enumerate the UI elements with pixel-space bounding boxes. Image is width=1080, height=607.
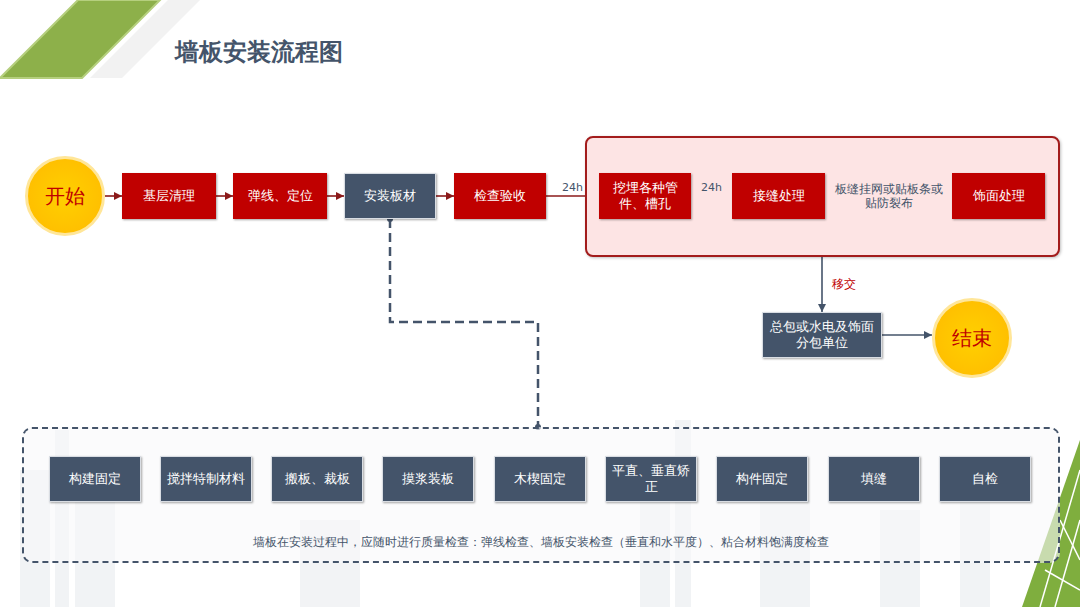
process-box: 构件固定 (716, 456, 808, 502)
terminal-circle: 开始 (25, 156, 105, 236)
process-box: 搅拌特制材料 (160, 456, 252, 502)
page-title: 墙板安装流程图 (175, 36, 343, 68)
flow-arrow (327, 195, 344, 197)
node-label: 搬板、裁板 (285, 471, 350, 487)
process-box: 饰面处理 (952, 173, 1045, 219)
group-box: 构建固定 搅拌特制材料 搬板、裁板 摸浆装板 木楔固定 平直、垂直矫正 构件固定 填缝 自检墙板… (22, 427, 1060, 563)
node-label: 开始 (45, 184, 85, 208)
node-label: 安装板材 (364, 188, 416, 204)
process-box: 挖埋各种管件、槽孔 (599, 173, 691, 219)
node-label: 接缝处理 (753, 188, 805, 204)
node-label: 构件固定 (736, 471, 788, 487)
flow-arrow (105, 195, 122, 197)
group-box: 挖埋各种管件、槽孔 接缝处理 饰面处理 (585, 136, 1060, 257)
node-label: 摸浆装板 (402, 471, 454, 487)
node-label: 结束 (952, 326, 992, 350)
edge-label: 24h (562, 181, 583, 194)
process-box: 填缝 (828, 456, 920, 502)
node-label: 构建固定 (69, 471, 121, 487)
node-label: 总包或水电及饰面分包单位 (768, 319, 876, 350)
dashed-link (390, 219, 538, 427)
node-label: 弹线、定位 (248, 188, 313, 204)
node-label: 搅拌特制材料 (167, 471, 245, 487)
node-label: 填缝 (861, 471, 887, 487)
process-box: 接缝处理 (732, 173, 825, 219)
node-label: 检查验收 (474, 188, 526, 204)
process-box: 木楔固定 (494, 456, 586, 502)
node-label: 饰面处理 (973, 188, 1025, 204)
quality-note: 墙板在安装过程中，应随时进行质量检查：弹线检查、墙板安装检查（垂直和水平度）、粘… (24, 535, 1058, 549)
edge-label: 移交 (832, 277, 856, 291)
process-box: 基层清理 (122, 173, 216, 219)
node-label: 平直、垂直矫正 (611, 463, 691, 494)
flow-arrow (821, 257, 823, 312)
terminal-circle: 结束 (932, 298, 1012, 378)
node-label: 挖埋各种管件、槽孔 (604, 180, 686, 211)
edge-label: 板缝挂网或贴板条或贴防裂布 (830, 181, 948, 212)
edge-label: 24h (701, 181, 722, 194)
flow-arrow (882, 334, 932, 336)
process-box: 自检 (939, 456, 1031, 502)
flow-arrow (436, 195, 454, 197)
node-label: 基层清理 (143, 188, 195, 204)
node-label: 木楔固定 (514, 471, 566, 487)
process-box: 安装板材 (344, 173, 436, 219)
process-box: 平直、垂直矫正 (605, 456, 697, 502)
node-label: 自检 (972, 471, 998, 487)
process-box: 总包或水电及饰面分包单位 (762, 312, 882, 358)
process-box: 摸浆装板 (382, 456, 474, 502)
process-box: 搬板、裁板 (271, 456, 363, 502)
process-box: 弹线、定位 (233, 173, 327, 219)
process-box: 检查验收 (454, 173, 546, 219)
process-box: 构建固定 (49, 456, 141, 502)
flow-arrow (216, 195, 233, 197)
